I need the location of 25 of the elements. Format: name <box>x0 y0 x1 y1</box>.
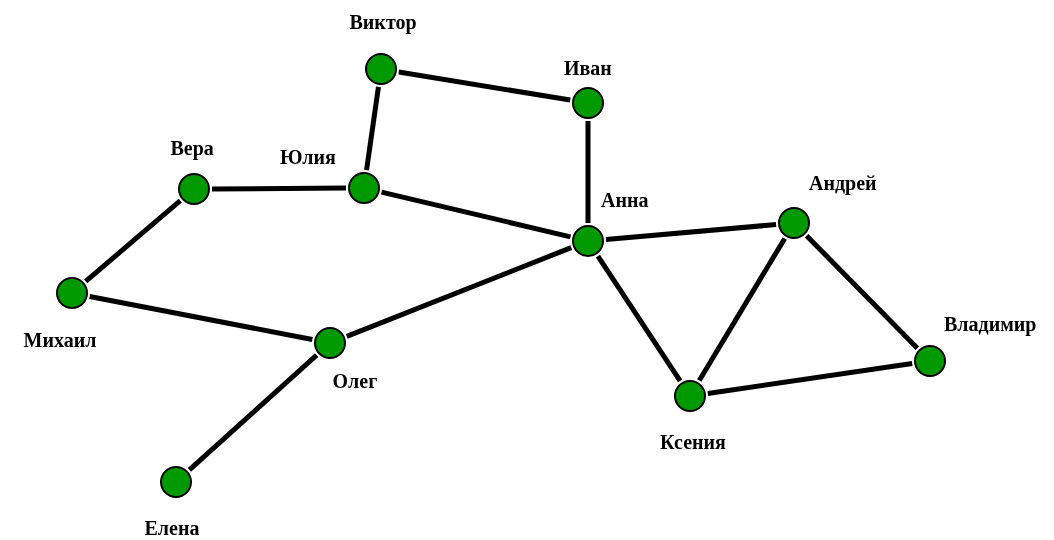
graph-edge <box>345 245 573 339</box>
graph-edge <box>187 353 319 472</box>
graph-edge <box>605 222 777 242</box>
graph-edge <box>585 121 591 223</box>
vertex-label: Анна <box>601 188 649 212</box>
vertex-label: Иван <box>564 56 612 80</box>
graph-edge <box>804 234 920 350</box>
graph-edge <box>364 86 381 171</box>
graph-edge <box>84 198 182 284</box>
graph-edge <box>697 237 787 382</box>
vertex-label: Ксения <box>660 430 726 454</box>
vertex-label: Михаил <box>23 328 97 352</box>
graph-edge <box>398 69 571 103</box>
vertex-label: Владимир <box>944 312 1037 336</box>
graph-edge <box>380 189 572 240</box>
graph-edge <box>595 254 683 383</box>
vertex-label: Олег <box>332 369 378 393</box>
graph-edge <box>212 185 346 192</box>
vertex-label: Виктор <box>349 10 417 34</box>
vertex-label: Елена <box>144 516 200 540</box>
vertex-label: Юлия <box>280 145 336 169</box>
graph-edge <box>707 361 913 396</box>
graph-edge <box>89 293 313 343</box>
vertex-label: Вера <box>170 136 214 160</box>
vertex-label: Андрей <box>809 171 877 195</box>
